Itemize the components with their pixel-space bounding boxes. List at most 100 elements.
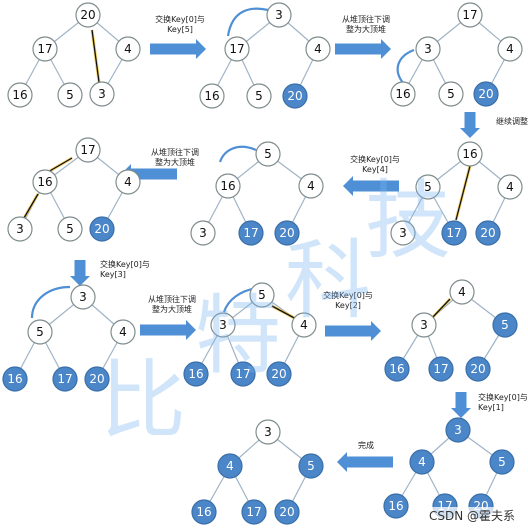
tree-4-node-5: 5	[57, 216, 83, 242]
tree-5-node-2-circle	[215, 173, 241, 199]
tree-8-node-5-circle	[230, 361, 256, 387]
tree-7-node-2: 5	[27, 319, 53, 345]
tree-11-node-4-value: 16	[388, 499, 403, 513]
tree-7-node-3-circle	[110, 319, 136, 345]
step-9-label-line-1: 交换Key[0]与	[478, 392, 528, 402]
tree-4-node-6-circle	[89, 216, 115, 242]
tree-6-node-1: 16	[457, 141, 483, 167]
step-5-label-line-2: Key[4]	[362, 165, 388, 174]
arrow-step-2	[335, 39, 391, 59]
tree-9-node-6-circle	[465, 356, 491, 382]
tree-7-node-4-value: 16	[7, 372, 22, 386]
tree-9-node-3-value: 5	[501, 318, 509, 332]
tree-1-node-4-circle	[7, 82, 33, 108]
tree-6-node-1-value: 16	[462, 147, 477, 161]
tree-10-node-2-circle	[217, 453, 243, 479]
tree-4-node-2-circle	[32, 169, 58, 195]
tree-10-node-4-value: 16	[196, 505, 211, 519]
step-8-label-line-2: Key[2]	[335, 301, 361, 310]
tree-10-node-5: 17	[241, 499, 267, 525]
tree-8-node-2-value: 3	[219, 318, 227, 332]
tree-4-node-2: 16	[32, 169, 58, 195]
tree-2-node-5: 5	[246, 83, 272, 109]
tree-4-node-5-value: 5	[66, 222, 74, 236]
tree-8-node-1-value: 5	[258, 288, 266, 302]
tree-2-node-2-circle	[224, 36, 250, 62]
tree-7-node-6-value: 20	[89, 372, 104, 386]
tree-6-node-6-value: 20	[480, 226, 495, 240]
tree-5-node-5: 17	[238, 220, 264, 246]
arrow-step-7	[140, 320, 196, 340]
step-5-label-line-1: 交换Key[0]与	[350, 154, 400, 164]
tree-3-node-5-circle	[438, 81, 464, 107]
tree-4-node-5-circle	[57, 216, 83, 242]
tree-8-node-3-circle	[291, 312, 317, 338]
tree-9-node-4: 16	[384, 356, 410, 382]
tree-4-node-6: 20	[89, 216, 115, 242]
tree-10-node-5-circle	[241, 499, 267, 525]
tree-1-node-6: 3	[89, 81, 115, 107]
tree-3-node-3: 4	[497, 36, 523, 62]
tree-4-node-4: 3	[7, 216, 33, 242]
tree-2-node-3-circle	[305, 36, 331, 62]
tree-9-node-6: 20	[465, 356, 491, 382]
step-4-label-line-2: 整为大顶堆	[155, 157, 195, 167]
tree-4-node-4-value: 3	[16, 222, 24, 236]
tree-6-node-2: 5	[415, 174, 441, 200]
tree-11-node-4-circle	[383, 493, 409, 519]
tree-6-node-1-circle	[457, 141, 483, 167]
arrow-step-8	[325, 321, 381, 341]
tree-10-node-6-circle	[274, 499, 300, 525]
tree-5-node-6-circle	[274, 220, 300, 246]
tree-10-node-1-value: 3	[264, 425, 272, 439]
tree-10-node-3: 5	[298, 453, 324, 479]
tree-3-node-3-value: 4	[506, 42, 514, 56]
tree-1-node-1: 20	[75, 2, 101, 28]
step-4-label-line-1: 从堆顶往下调	[151, 147, 199, 157]
tree-9-node-1-value: 4	[458, 285, 466, 299]
tree-11-node-2-circle	[409, 449, 435, 475]
tree-4-node-4-circle	[7, 216, 33, 242]
step-2-label-line-1: 从堆顶往下调	[342, 14, 390, 24]
tree-9-node-2: 3	[411, 312, 437, 338]
tree-3-node-6-circle	[473, 81, 499, 107]
tree-11-node-1-circle	[445, 417, 471, 443]
tree-8-node-5-value: 17	[235, 367, 250, 381]
tree-9-node-5-circle	[428, 356, 454, 382]
tree-3-node-1: 17	[457, 2, 483, 28]
tree-5-node-1-circle	[255, 141, 281, 167]
tree-5-node-3-value: 4	[307, 179, 315, 193]
tree-7-node-5: 17	[52, 366, 78, 392]
tree-2-node-5-value: 5	[255, 89, 263, 103]
tree-6-node-2-value: 5	[424, 180, 432, 194]
tree-9-node-2-circle	[411, 312, 437, 338]
attribution: CSDN @霍夫系	[425, 507, 518, 524]
tree-3-node-4-value: 16	[395, 87, 410, 101]
tree-8-node-5: 17	[230, 361, 256, 387]
tree-7-node-6: 20	[84, 366, 110, 392]
swap-curve-1	[226, 7, 269, 37]
step-7-label-line-2: 整为大顶堆	[152, 304, 192, 314]
step-10-label-line-1: 完成	[358, 440, 374, 450]
tree-1-node-4-value: 16	[12, 88, 27, 102]
tree-11-node-2-value: 4	[418, 455, 426, 469]
tree-6-node-6-circle	[475, 220, 501, 246]
swap-line-6	[430, 297, 452, 320]
tree-1-node-2-circle	[32, 36, 58, 62]
tree-7-node-6-circle	[84, 366, 110, 392]
tree-4-node-3-circle	[115, 169, 141, 195]
tree-9-node-4-circle	[384, 356, 410, 382]
tree-2-node-5-circle	[246, 83, 272, 109]
tree-6-node-5-circle	[441, 220, 467, 246]
tree-4-node-1-circle	[75, 137, 101, 163]
swap-curve-2	[396, 48, 415, 85]
tree-9-node-2-value: 3	[420, 318, 428, 332]
tree-9-node-6-value: 20	[470, 362, 485, 376]
tree-2-node-4: 16	[199, 83, 225, 109]
tree-1-node-3-value: 4	[124, 42, 132, 56]
step-arrows	[70, 39, 480, 472]
tree-6-node-4: 3	[390, 220, 416, 246]
tree-1-node-6-value: 3	[98, 87, 106, 101]
step-8-label-line-1: 交换Key[0]与	[323, 290, 373, 300]
